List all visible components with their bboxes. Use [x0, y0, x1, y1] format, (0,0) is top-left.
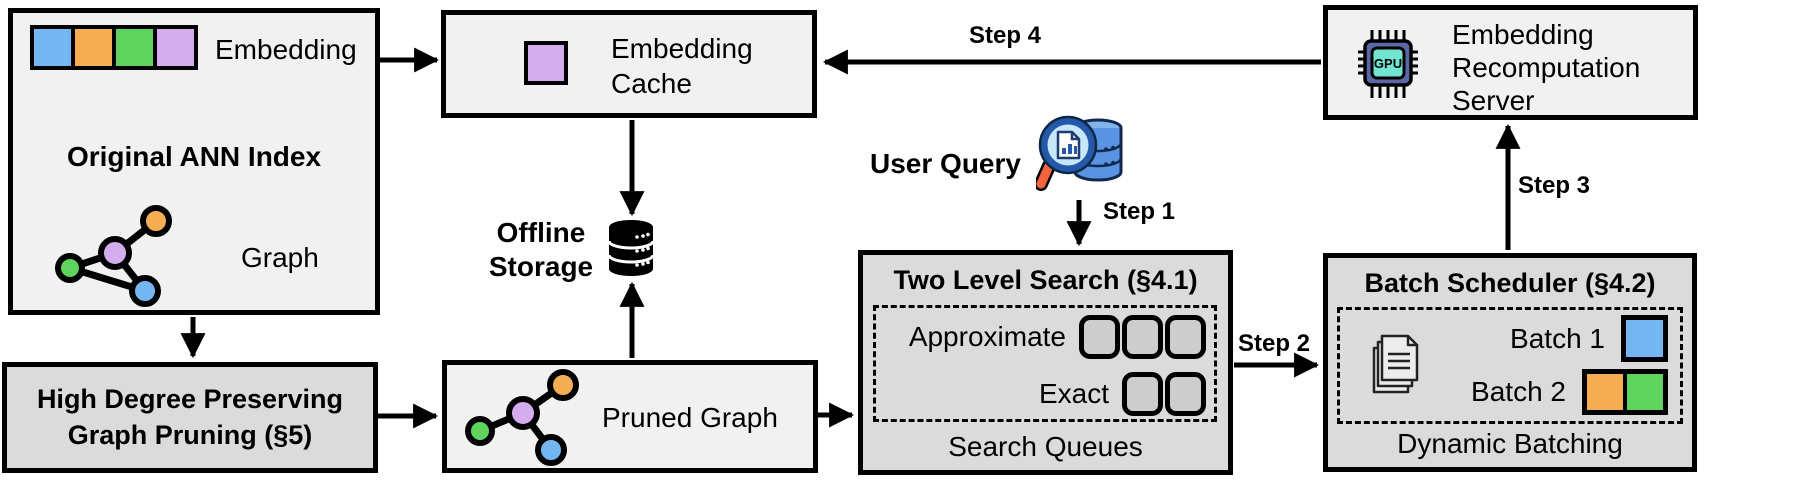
dynamic-batching-caption: Dynamic Batching — [1397, 428, 1623, 460]
graph-node-orange — [547, 369, 579, 401]
batch1-row: Batch 1 — [1510, 315, 1668, 362]
embedding-cell-purple — [157, 29, 194, 66]
pruned-graph-icon — [465, 369, 579, 466]
graph-pruning-title-line1: High Degree Preserving — [36, 384, 344, 415]
graph-pruning-box: High Degree Preserving Graph Pruning (§5… — [2, 362, 378, 473]
batch2-row: Batch 2 — [1471, 369, 1668, 415]
approximate-queue-slots — [1079, 315, 1206, 359]
embedding-cell-orange — [75, 29, 112, 66]
graph-node-orange — [140, 205, 172, 237]
graph-pruning-title-line2: Graph Pruning (§5) — [67, 419, 313, 450]
batch1-label: Batch 1 — [1510, 322, 1605, 354]
pruned-graph-label: Pruned Graph — [602, 402, 778, 433]
cached-embedding-icon — [524, 41, 568, 85]
batch2-cell-orange — [1587, 374, 1623, 410]
query-search-database-icon — [1036, 115, 1123, 191]
embedding-cell-blue — [34, 29, 71, 66]
two-level-search-box: Two Level Search (§4.1) Approximate Exac… — [858, 250, 1233, 475]
graph-icon — [55, 205, 172, 307]
exact-queue-slots — [1122, 372, 1206, 416]
database-icon — [607, 220, 655, 276]
graph-node-green — [465, 416, 495, 446]
approximate-label: Approximate — [908, 321, 1066, 353]
dynamic-batching-panel: Batch 1 Batch 2 — [1337, 307, 1683, 424]
embedding-cache-box: Embedding Cache — [441, 10, 817, 118]
exact-queue-row: Exact — [886, 372, 1206, 416]
queue-slot — [1165, 372, 1206, 416]
gpu-chip-icon: GPU — [1358, 30, 1418, 98]
approximate-queue-row: Approximate — [886, 315, 1206, 359]
batch2-label: Batch 2 — [1471, 376, 1566, 408]
graph-node-blue — [535, 434, 567, 466]
graph-node-green — [55, 253, 85, 283]
graph-node-purple — [98, 236, 132, 270]
recomputation-server-label: Embedding Recomputation Server — [1452, 19, 1641, 117]
batch2-cells — [1582, 369, 1668, 415]
graph-node-purple — [506, 396, 540, 430]
search-queues-caption: Search Queues — [948, 431, 1143, 463]
step4-label: Step 4 — [968, 22, 1042, 49]
user-query-label: User Query — [870, 148, 1021, 179]
step2-label: Step 2 — [1238, 330, 1311, 357]
embedding-cache-label: Embedding Cache — [611, 33, 753, 99]
embedding-label: Embedding — [215, 34, 357, 65]
queue-slot — [1122, 372, 1163, 416]
original-ann-index-box: Embedding Original ANN Index Graph — [8, 8, 380, 315]
offline-storage-label: Offline Storage — [488, 217, 594, 283]
batch-scheduler-title: Batch Scheduler (§4.2) — [1364, 268, 1656, 298]
documents-stack-icon — [1372, 334, 1419, 394]
batch-scheduler-box: Batch Scheduler (§4.2) Batch 1 — [1323, 253, 1697, 472]
step3-label: Step 3 — [1518, 172, 1591, 199]
batch1-cell-blue — [1621, 315, 1668, 362]
batch2-cell-green — [1627, 374, 1663, 410]
queue-slot — [1122, 315, 1163, 359]
two-level-search-title: Two Level Search (§4.1) — [893, 265, 1198, 295]
step1-label: Step 1 — [1103, 198, 1176, 225]
search-queues-panel: Approximate Exact — [873, 305, 1217, 422]
embedding-vector-icon — [30, 25, 198, 70]
queue-slot — [1165, 315, 1206, 359]
queue-slot — [1079, 315, 1120, 359]
original-ann-index-title: Original ANN Index — [66, 141, 322, 172]
pruned-graph-box: Pruned Graph — [442, 360, 818, 473]
recomputation-server-box: GPU Embedding Recomputation Server — [1323, 5, 1698, 120]
graph-label: Graph — [241, 242, 319, 273]
gpu-chip-label: GPU — [1374, 56, 1402, 71]
embedding-cell-green — [116, 29, 153, 66]
graph-node-blue — [129, 275, 161, 307]
exact-label: Exact — [1038, 378, 1109, 410]
